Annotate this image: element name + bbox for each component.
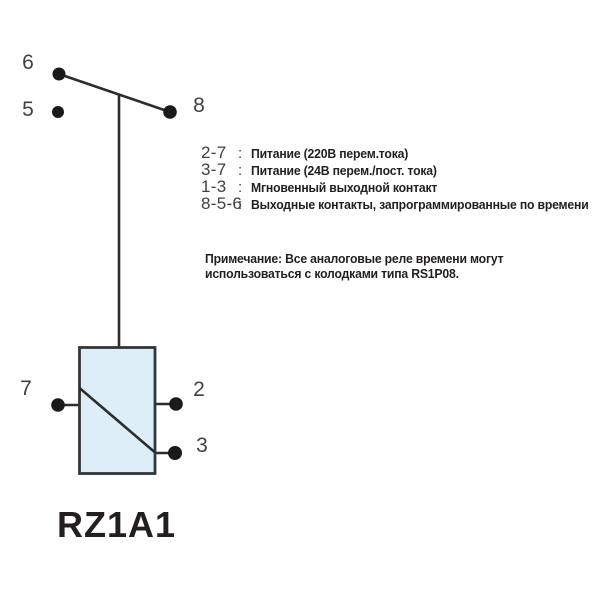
legend-colon: : (238, 162, 243, 179)
switch-blade (78, 387, 156, 453)
terminal-dot-3 (168, 446, 182, 460)
terminal-dot-5 (52, 106, 64, 118)
legend-pins: 8-5-6 (201, 194, 243, 213)
legend-colon: : (238, 196, 243, 213)
legend-row: 3-7 : Питание (24В перем./пост. тока) (201, 160, 600, 179)
legend-row: 1-3 : Мгновенный выходной контакт (201, 177, 600, 196)
legend-desc: Питание (220В перем.тока) (251, 146, 409, 161)
pin-label-5: 5 (22, 98, 34, 121)
legend-pins: 1-3 (201, 177, 227, 196)
pin-label-6: 6 (22, 51, 34, 74)
pin-legend: 2-7 : Питание (220В перем.тока) 3-7 : Пи… (201, 143, 600, 213)
model-title: RZ1A1 (57, 504, 177, 545)
legend-pins: 2-7 (201, 143, 227, 162)
wire-6-to-8 (58, 72, 171, 114)
note-line-2: использоваться с колодками типа RS1P08. (205, 266, 459, 281)
pin-number-labels: 6 5 8 7 2 3 (20, 51, 208, 457)
usage-note: Примечание: Все аналоговые реле времени … (205, 251, 522, 281)
terminal-dot-8 (163, 105, 177, 119)
legend-colon: : (238, 145, 243, 162)
terminal-dot-2 (169, 397, 183, 411)
legend-desc: Питание (24В перем./пост. тока) (251, 163, 437, 178)
terminal-dot-6 (52, 67, 66, 81)
pin-label-8: 8 (193, 94, 205, 117)
terminal-dot-7 (51, 398, 65, 412)
pin-label-7: 7 (20, 377, 32, 400)
legend-row: 2-7 : Питание (220В перем.тока) (201, 143, 600, 162)
legend-pins: 3-7 (201, 160, 227, 179)
legend-desc: Мгновенный выходной контакт (251, 180, 438, 195)
note-line-1: Примечание: Все аналоговые реле времени … (205, 251, 504, 266)
legend-colon: : (238, 179, 243, 196)
legend-desc: Выходные контакты, запрограммированные п… (251, 197, 589, 212)
pin-label-2: 2 (193, 378, 205, 401)
terminal-dots (51, 67, 183, 460)
legend-row: 8-5-6 : Выходные контакты, запрограммиро… (201, 194, 600, 213)
relay-body (78, 346, 157, 475)
pin-label-3: 3 (196, 434, 208, 457)
